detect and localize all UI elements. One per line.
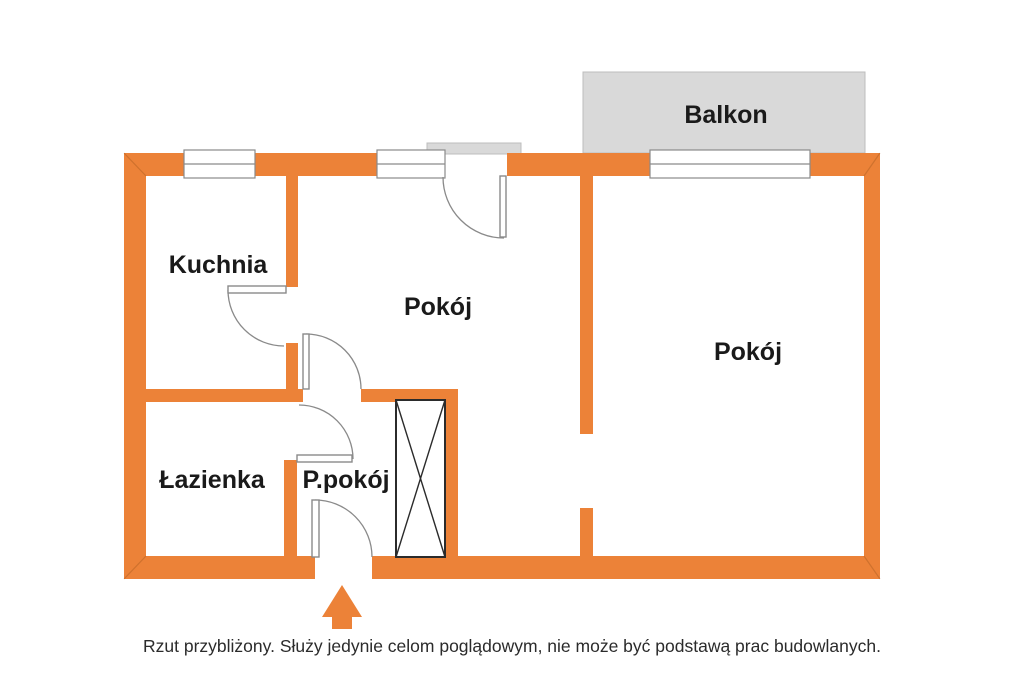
wall-bathroom-top bbox=[146, 389, 303, 402]
wall-top-b bbox=[255, 153, 377, 176]
label-pokoj-center: Pokój bbox=[404, 293, 472, 321]
kitchen-door-leaf bbox=[227, 285, 287, 294]
wall-room-divider-upper bbox=[580, 176, 593, 434]
wall-kitchen-divider-upper bbox=[286, 176, 298, 287]
balcony-label: Balkon bbox=[684, 101, 767, 129]
doors bbox=[227, 175, 507, 558]
main-entrance-door bbox=[311, 499, 373, 558]
bathroom-door bbox=[296, 404, 354, 463]
bathroom-door-leaf bbox=[296, 454, 353, 463]
wall-right bbox=[864, 153, 880, 579]
windows bbox=[183, 149, 811, 179]
corner-miter-bottom-left bbox=[123, 555, 147, 580]
balcony-side-entry-door bbox=[442, 175, 507, 239]
wall-room-divider-lower bbox=[580, 508, 593, 557]
label-kuchnia: Kuchnia bbox=[169, 251, 269, 279]
wall-bottom-a bbox=[124, 556, 315, 579]
entry-step bbox=[426, 142, 522, 155]
wall-bottom-b bbox=[372, 556, 880, 579]
exterior-walls bbox=[123, 152, 881, 580]
balcony-side-entry-door-leaf bbox=[499, 175, 507, 238]
hall-to-room-door-arc bbox=[305, 333, 362, 390]
room-labels: Kuchnia Pokój Pokój Łazienka P.pokój bbox=[159, 251, 782, 494]
kitchen-door-arc bbox=[227, 289, 285, 347]
kitchen-window bbox=[183, 149, 256, 179]
label-lazienka: Łazienka bbox=[159, 466, 266, 494]
corner-miter-top-left bbox=[123, 152, 147, 177]
wardrobe bbox=[395, 399, 446, 558]
wardrobe-x-line-2 bbox=[395, 399, 446, 558]
label-pokoj-right: Pokój bbox=[714, 338, 782, 366]
balcony-window bbox=[649, 149, 811, 179]
corner-miter-top-right bbox=[863, 152, 881, 177]
kitchen-door bbox=[227, 285, 287, 347]
interior-walls bbox=[146, 176, 593, 557]
wall-top-d bbox=[810, 153, 880, 176]
hall-to-room-door-leaf bbox=[302, 333, 310, 390]
wall-top-c bbox=[507, 153, 650, 176]
bathroom-door-arc bbox=[298, 404, 354, 460]
wall-wardrobe-side bbox=[445, 402, 458, 557]
corner-miter-bottom-right bbox=[863, 555, 881, 580]
wall-bathroom-hall-divider bbox=[284, 460, 297, 557]
main-entrance-door-arc bbox=[314, 499, 373, 558]
balcony: Balkon bbox=[582, 71, 866, 154]
balcony-side-entry-door-arc bbox=[442, 176, 505, 239]
wall-kitchen-divider-lower bbox=[286, 343, 298, 390]
disclaimer-text: Rzut przybliżony. Służy jedynie celom po… bbox=[143, 636, 881, 656]
center-room-window bbox=[376, 149, 446, 179]
hall-to-room-door bbox=[302, 333, 362, 390]
entrance-arrow-icon bbox=[322, 585, 362, 629]
label-przedpokoj: P.pokój bbox=[302, 466, 389, 494]
balcony-area bbox=[582, 71, 866, 154]
wall-hall-top bbox=[361, 389, 458, 402]
wall-left bbox=[124, 153, 146, 579]
main-entrance-door-leaf bbox=[311, 499, 320, 558]
